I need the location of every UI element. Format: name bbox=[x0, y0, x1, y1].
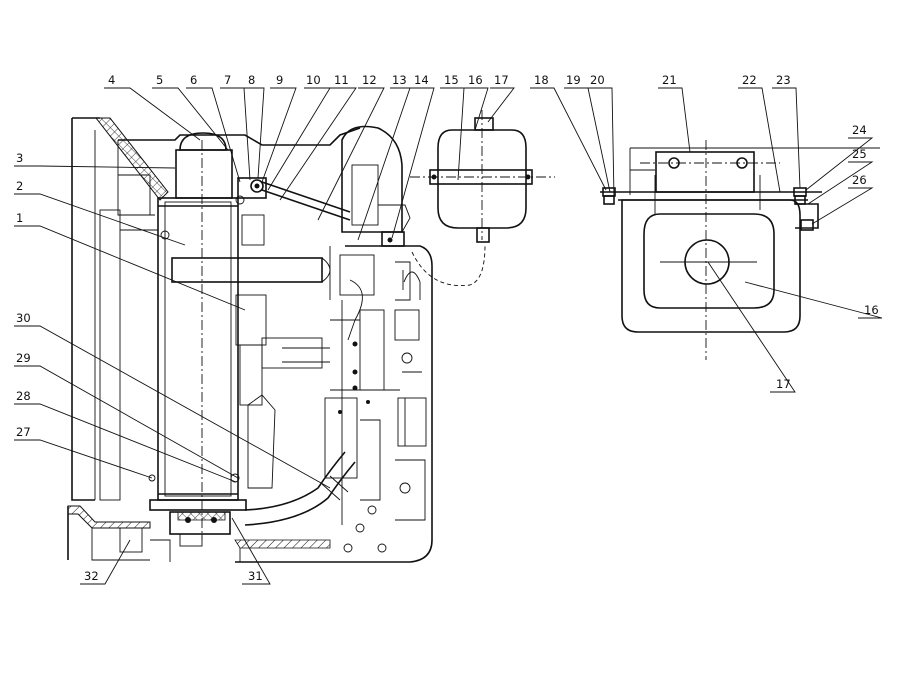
callout-18: 18 bbox=[534, 73, 549, 87]
callout-3: 3 bbox=[16, 151, 23, 165]
callout-26: 26 bbox=[852, 173, 867, 187]
callout-2: 2 bbox=[16, 179, 23, 193]
callout-19: 19 bbox=[566, 73, 581, 87]
callout-16: 16 bbox=[468, 73, 483, 87]
callout-29: 29 bbox=[16, 351, 31, 365]
callout-31: 31 bbox=[248, 569, 263, 583]
callout-23: 23 bbox=[776, 73, 791, 87]
callout-11: 11 bbox=[334, 73, 349, 87]
callout-24: 24 bbox=[852, 123, 867, 137]
callout-4: 4 bbox=[108, 73, 115, 87]
tank-side-view bbox=[600, 140, 880, 360]
leader-lines bbox=[14, 87, 883, 585]
callout-27: 27 bbox=[16, 425, 31, 439]
callout-15: 15 bbox=[444, 73, 459, 87]
callout-6: 6 bbox=[190, 73, 197, 87]
callouts: 4 5 6 7 8 9 10 11 12 13 14 15 16 17 18 1… bbox=[16, 73, 879, 583]
callout-16-side: 16 bbox=[864, 303, 879, 317]
callout-12: 12 bbox=[362, 73, 377, 87]
callout-14: 14 bbox=[414, 73, 429, 87]
callout-22: 22 bbox=[742, 73, 757, 87]
callout-7: 7 bbox=[224, 73, 231, 87]
expansion-tank bbox=[410, 110, 555, 243]
callout-13: 13 bbox=[392, 73, 407, 87]
callout-21: 21 bbox=[662, 73, 677, 87]
callout-8: 8 bbox=[248, 73, 255, 87]
callout-5: 5 bbox=[156, 73, 163, 87]
main-view bbox=[67, 117, 486, 563]
callout-32: 32 bbox=[84, 569, 99, 583]
callout-25: 25 bbox=[852, 147, 867, 161]
callout-28: 28 bbox=[16, 389, 31, 403]
callout-10: 10 bbox=[306, 73, 321, 87]
callout-30: 30 bbox=[16, 311, 31, 325]
callout-1: 1 bbox=[16, 211, 23, 225]
callout-17-side: 17 bbox=[776, 377, 791, 391]
callout-17: 17 bbox=[494, 73, 509, 87]
callout-9: 9 bbox=[276, 73, 283, 87]
callout-20: 20 bbox=[590, 73, 605, 87]
